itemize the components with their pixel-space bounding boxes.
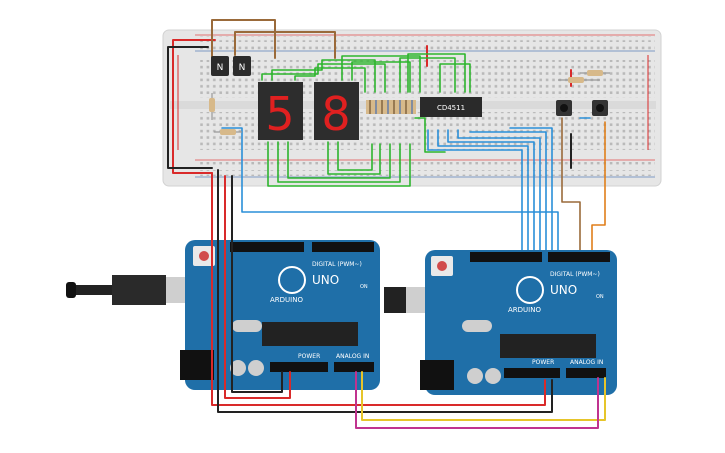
resistor-icon [209,98,215,112]
arduino-left-on-label: ON [360,284,368,290]
seven-segment-right-digit: 8 [321,87,350,141]
capacitor-icon [467,368,483,384]
resistor-icon [220,129,236,135]
resistor-icon [568,77,584,83]
seven-segment-icon [258,82,303,140]
transistor-icon [211,56,229,76]
seven-segment-left-digit: 5 [265,87,294,141]
transistor-icon [233,56,251,76]
seven-segment-left[interactable]: 5 [258,82,303,141]
usb-connector-icon [112,275,166,305]
capacitor-icon [485,368,501,384]
arduino-right-power-label: POWER [532,359,554,366]
transistor-right-label: N [239,63,246,73]
arduino-right-model: UNO [550,283,577,297]
interconnect-wires [211,169,606,429]
ic-label: CD4511 [437,104,465,112]
resistor-top-right-1[interactable] [558,77,600,83]
microcontroller-icon [262,322,358,346]
arduino-left-brand: ARDUINO [270,296,303,304]
resistor-icon [587,70,603,76]
arduino-right[interactable]: ARDUINO UNO DIGITAL (PWM~) POWER ANALOG … [420,250,617,395]
resistor-left-vertical[interactable] [209,93,215,120]
transistor-left-label: N [217,63,224,73]
arduino-left[interactable]: ARDUINO UNO DIGITAL (PWM~) POWER ANALOG … [180,240,380,390]
usb-cable[interactable] [66,275,436,313]
arduino-left-power-label: POWER [298,353,320,360]
arduino-right-analog-label: ANALOG IN [570,359,603,366]
resistor-top-right-2[interactable] [580,70,610,76]
breadboard-wires [167,19,606,259]
transistor-left[interactable]: N [211,56,229,76]
arduino-left-model: UNO [312,273,339,287]
pushbutton-right[interactable] [592,100,608,116]
resistor-left-horizontal[interactable] [214,129,242,135]
arduino-left-digital-header: DIGITAL (PWM~) [312,261,362,268]
arduino-left-analog-label: ANALOG IN [336,353,369,360]
microcontroller-icon [420,97,482,117]
microcontroller-icon [500,334,596,358]
arduino-right-brand: ARDUINO [508,306,541,314]
ic-cd4511[interactable]: CD4511 [420,97,482,117]
capacitor-icon [248,360,264,376]
arduino-right-on-label: ON [596,294,604,300]
capacitor-icon [230,360,246,376]
seven-segment-icon [314,82,359,140]
dc-jack-icon [180,350,214,380]
transistor-right[interactable]: N [233,56,251,76]
pushbutton-left[interactable] [556,100,572,116]
seven-segment-right[interactable]: 8 [314,82,359,141]
resistor-bank[interactable] [366,100,416,114]
resistor-icon [366,100,416,114]
dc-jack-icon [420,360,454,390]
arduino-right-digital-header: DIGITAL (PWM~) [550,271,600,278]
